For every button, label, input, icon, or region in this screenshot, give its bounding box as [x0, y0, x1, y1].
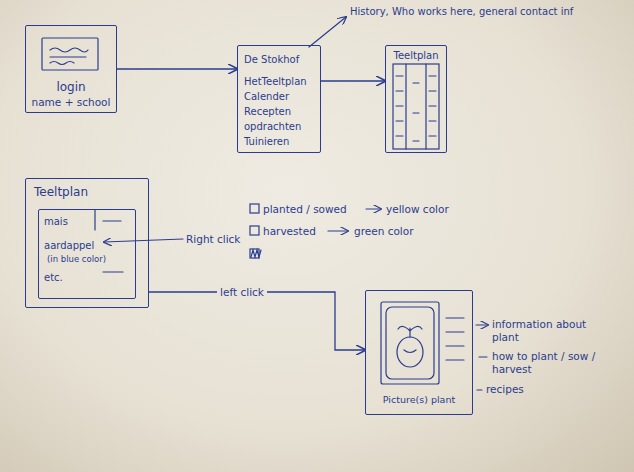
option-label: planted / sowed: [263, 203, 347, 216]
menu-item: HetTeeltplan: [244, 76, 307, 88]
menu-item: Recepten: [244, 106, 291, 118]
menu-item: De Stokhof: [244, 54, 299, 66]
screen-title: login: [26, 80, 116, 94]
color-note: yellow color: [386, 203, 449, 216]
note-text: History, Who works here, general contact…: [350, 6, 573, 18]
teeltplan-screen: Teeltplan: [385, 45, 447, 153]
crop-note: (in blue color): [47, 254, 106, 264]
text-lines: [446, 318, 464, 360]
plant-picture: [381, 302, 439, 384]
screen-title: Teeltplan: [386, 50, 446, 62]
login-screen: login name + school: [25, 25, 117, 113]
menu-screen: De StokhofHetTeeltplanCalenderRecepten op…: [237, 45, 321, 153]
info-note: recipes: [486, 383, 524, 396]
color-arrow: [328, 230, 348, 231]
flow-arrow: [117, 68, 237, 69]
crop-name: etc.: [44, 272, 63, 284]
bullet-dash: [479, 356, 487, 357]
flow-arrow: [321, 80, 385, 81]
flow-arrow: [149, 292, 365, 350]
color-note: green color: [354, 225, 414, 238]
edge-label: left click: [217, 286, 267, 299]
option-label: harvested: [263, 225, 316, 238]
crop-name: aardappel: [44, 240, 94, 252]
info-note: information about plant: [492, 318, 604, 343]
right-click-arrow: [104, 239, 183, 242]
plan-grid: mais aardappel (in blue color) etc.: [38, 209, 136, 299]
info-arrow: [476, 324, 488, 325]
leader-arrow: [309, 17, 346, 47]
action-label: Right click: [186, 233, 240, 246]
login-form-sketch: [42, 38, 98, 70]
plant-page: Picture(s) plant: [365, 290, 473, 415]
crop-name: mais: [44, 216, 68, 228]
screen-title: Teeltplan: [34, 185, 88, 199]
menu-item: opdrachten: [244, 121, 301, 133]
teeltplan-screen: Teeltplan mais aardappel (in blue color) etc…: [25, 178, 149, 308]
color-arrow: [366, 208, 381, 209]
info-note: how to plant / sow / harvest: [492, 350, 610, 375]
menu-item: Calender: [244, 91, 289, 103]
field-note: name + school: [26, 96, 116, 109]
teeltplan-grid-sketch: [393, 64, 439, 149]
menu-item: Tuinieren: [244, 136, 289, 148]
bullet-dash: [477, 389, 482, 390]
checkbox-symbol: [250, 204, 261, 258]
picture-caption: Picture(s) plant: [366, 394, 472, 405]
